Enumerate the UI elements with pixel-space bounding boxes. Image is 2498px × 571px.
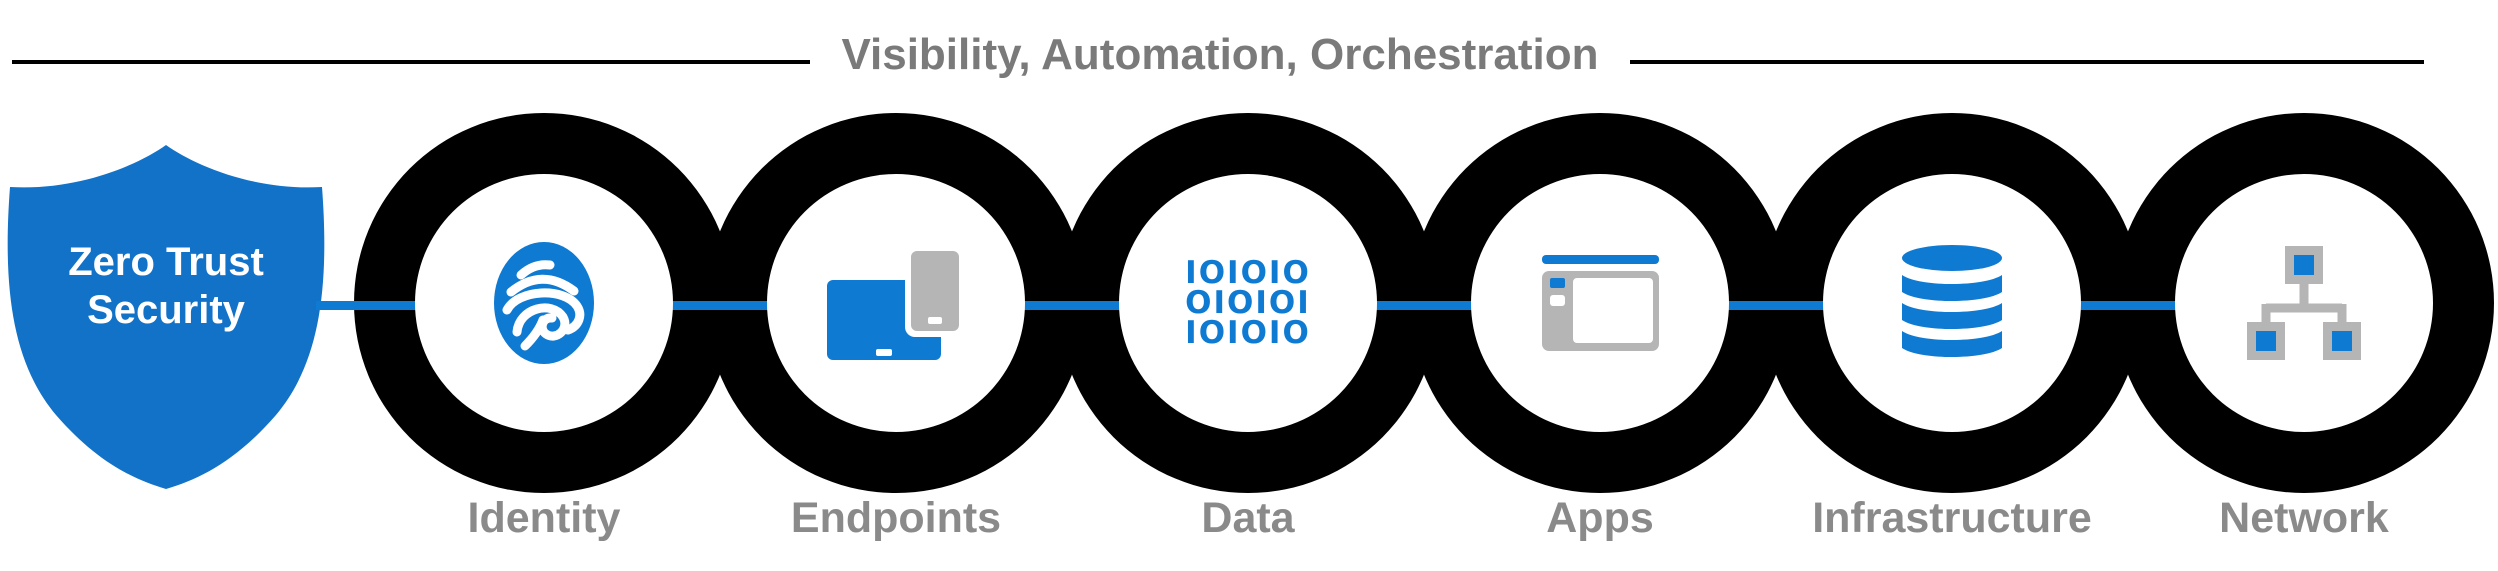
node-network <box>2175 174 2433 432</box>
binary-icon: IOIOIO OIOIOI IOIOIO <box>1185 255 1311 351</box>
shield-title: Zero Trust Security <box>0 238 332 334</box>
label-infrastructure: Infrastructure <box>1812 494 2092 542</box>
binary-line-2: OIOIOI <box>1185 285 1311 321</box>
phone-dash <box>928 317 942 324</box>
app-window-titlebar <box>1541 255 1659 264</box>
node-data: IOIOIO OIOIOI IOIOIO <box>1119 174 1377 432</box>
node-identity <box>415 174 673 432</box>
label-endpoints: Endpoints <box>790 494 1002 542</box>
label-network: Network <box>2219 494 2389 542</box>
network-tree-icon <box>2247 246 2361 360</box>
app-window-chip-blue <box>1549 278 1565 288</box>
title-rule-right <box>1630 60 2424 64</box>
fingerprint-icon <box>494 242 594 364</box>
label-identity: Identity <box>467 494 621 542</box>
app-window-chip-white <box>1549 295 1565 306</box>
app-window-icon <box>1541 255 1659 351</box>
binary-line-3: IOIOIO <box>1185 315 1311 351</box>
shield-title-line2: Security <box>87 288 245 332</box>
title-rule-left <box>12 60 810 64</box>
label-apps: Apps <box>1546 494 1654 542</box>
diagram-title: Visibility, Automation, Orchestration <box>841 30 1599 79</box>
devices-icon <box>827 245 965 361</box>
database-icon <box>1902 245 2002 357</box>
shield-icon <box>7 145 325 489</box>
binary-line-1: IOIOIO <box>1185 255 1311 291</box>
laptop-dash <box>876 349 892 356</box>
app-window-content <box>1572 278 1653 343</box>
label-data: Data <box>1201 494 1295 542</box>
shield-title-line1: Zero Trust <box>68 240 264 284</box>
node-infrastructure <box>1823 174 2081 432</box>
node-endpoints <box>767 174 1025 432</box>
node-apps <box>1471 174 1729 432</box>
